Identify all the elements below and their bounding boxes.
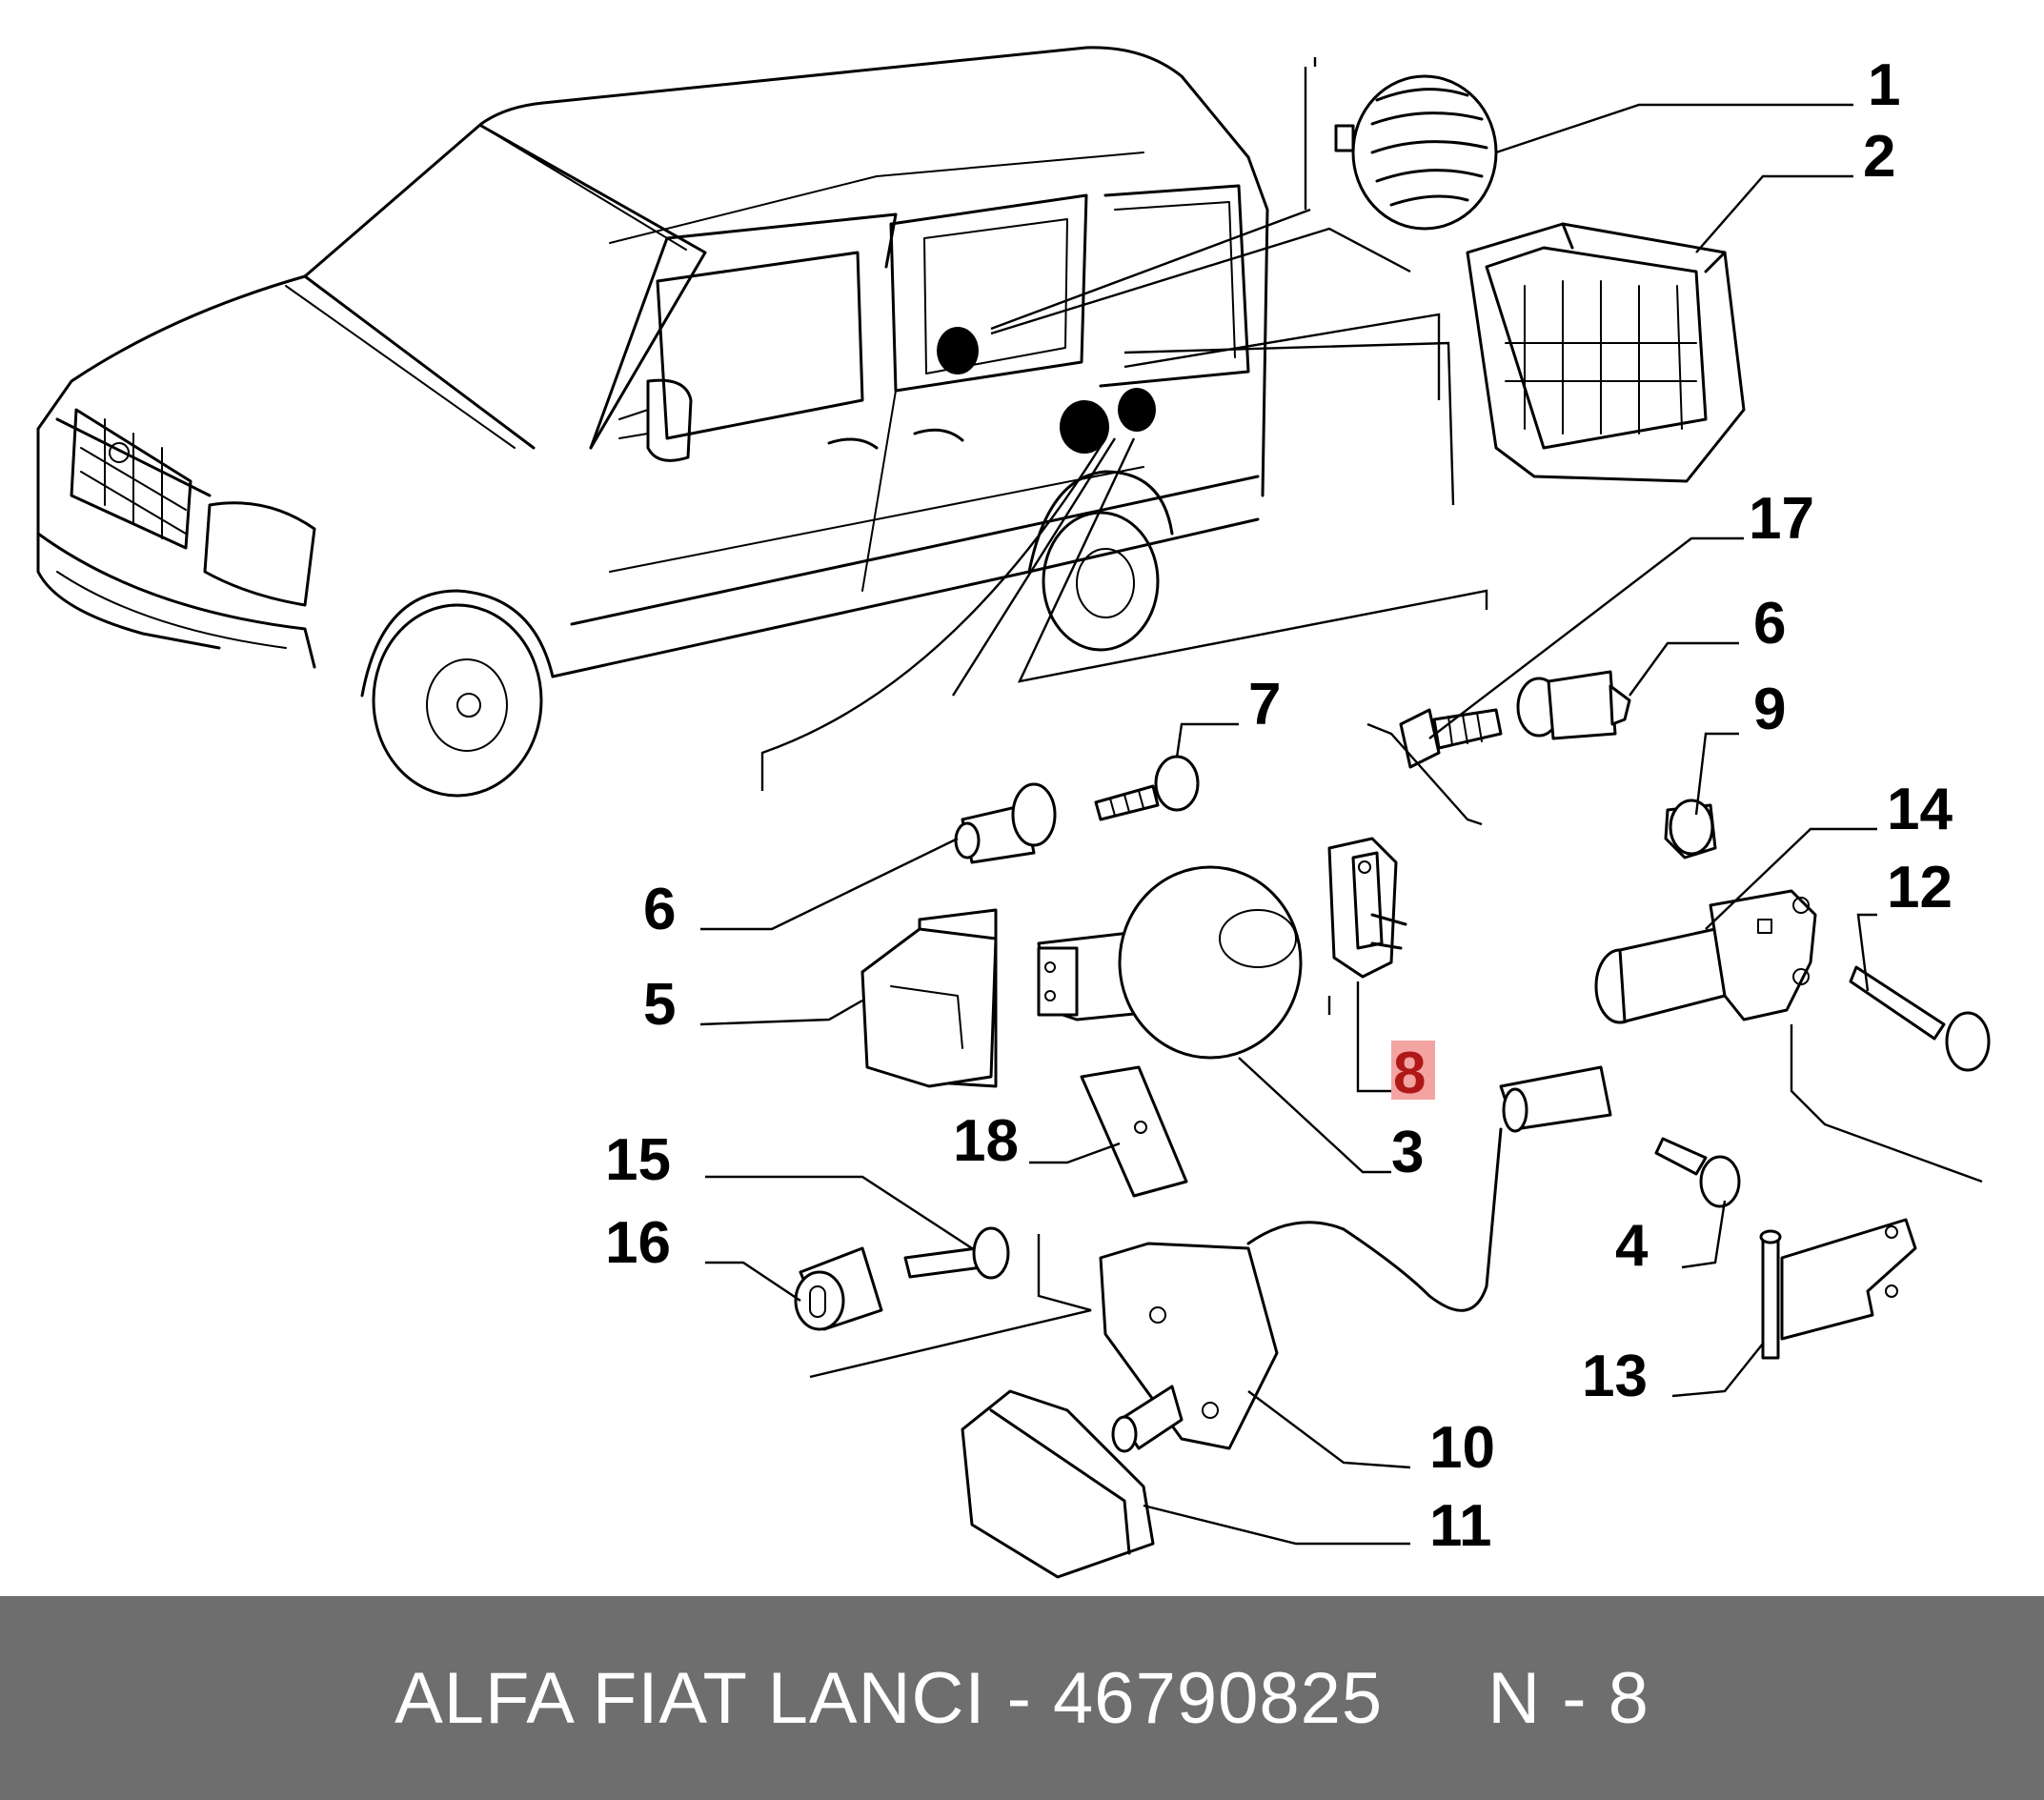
callout-13: 13 — [1582, 1344, 1648, 1409]
callout-17: 17 — [1749, 486, 1814, 552]
part-5-switch — [860, 908, 998, 1088]
part-2-air-vent-box — [1466, 222, 1746, 483]
part-14-housing — [1594, 889, 1817, 1024]
part-number-footer: ALFA FIAT LANCI - 46790825 N - 8 — [0, 1596, 2044, 1800]
part-10-actuator — [1099, 1065, 1612, 1453]
exploded-view-svg: 1 2 17 6 9 7 14 12 6 5 8 18 3 15 16 4 13… — [36, 46, 1991, 1579]
parts-diagram: 1 2 17 6 9 7 14 12 6 5 8 18 3 15 16 4 13… — [36, 46, 1991, 1579]
part-18-pad — [1080, 1065, 1188, 1198]
part-12-pin — [1849, 965, 1991, 1072]
part-1-vent-grille — [1334, 74, 1498, 231]
callout-6-right: 6 — [1753, 591, 1786, 657]
part-7-screw — [1094, 755, 1200, 821]
callout-8-highlight — [1391, 1041, 1435, 1100]
callout-2: 2 — [1863, 124, 1895, 190]
callout-1: 1 — [1868, 52, 1900, 118]
callout-5: 5 — [643, 972, 676, 1038]
callout-6-left: 6 — [643, 877, 676, 942]
part-8-bracket — [1327, 837, 1407, 979]
leader-lines — [699, 103, 1983, 1546]
part-13-hinge — [1759, 1218, 1917, 1360]
part-3-fuel-flap — [1037, 865, 1303, 1060]
part-16-cap — [794, 1246, 883, 1331]
part-15-bolt — [903, 1226, 1010, 1280]
footer-position-label: N - 8 — [1487, 1657, 1649, 1739]
callout-3: 3 — [1391, 1120, 1424, 1185]
part-11-cover — [961, 1389, 1155, 1579]
callout-18: 18 — [953, 1108, 1019, 1174]
callout-16: 16 — [605, 1210, 671, 1276]
van-illustration — [36, 46, 1488, 798]
callout-10: 10 — [1429, 1415, 1495, 1481]
callout-labels: 1 2 17 6 9 7 14 12 6 5 8 18 3 15 16 4 13… — [605, 52, 1953, 1559]
callout-15: 15 — [605, 1127, 671, 1193]
callout-9: 9 — [1753, 677, 1786, 742]
callout-11: 11 — [1429, 1493, 1492, 1559]
footer-brand-part: ALFA FIAT LANCI - 46790825 — [395, 1657, 1384, 1739]
part-6-plug-left — [954, 782, 1057, 864]
callout-14: 14 — [1887, 777, 1953, 842]
callout-8: 8 — [1393, 1041, 1426, 1106]
callout-4: 4 — [1615, 1213, 1649, 1279]
part-6-plug-right — [1516, 670, 1631, 740]
callout-12: 12 — [1887, 855, 1953, 920]
part-17-bolt — [1399, 708, 1503, 769]
part-4-bolt — [1654, 1137, 1741, 1208]
callout-7: 7 — [1248, 672, 1281, 738]
part-9-cap — [1664, 799, 1717, 860]
